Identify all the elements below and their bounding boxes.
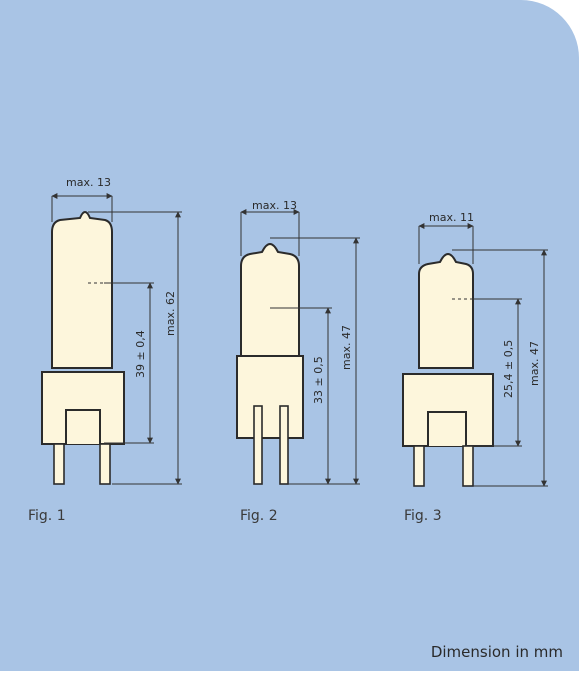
lamp-3 bbox=[402, 253, 494, 487]
figure-1: max. 13 39 ± 0,4 max. 62 Fig. 1 bbox=[28, 176, 182, 524]
fig1-width-label: max. 13 bbox=[66, 176, 111, 189]
fig2-inner-label: 33 ± 0,5 bbox=[312, 356, 325, 404]
lamp-2 bbox=[236, 243, 304, 485]
fig3-outer-label: max. 47 bbox=[528, 341, 541, 386]
lamp-1 bbox=[41, 211, 125, 485]
fig1-inner-label: 39 ± 0,4 bbox=[134, 330, 147, 378]
figure-2: max. 13 33 ± 0,5 max. 47 Fig. 2 bbox=[236, 199, 360, 524]
fig3-caption: Fig. 3 bbox=[404, 508, 442, 524]
fig2-caption: Fig. 2 bbox=[240, 508, 278, 524]
fig2-width-label: max. 13 bbox=[252, 199, 297, 212]
dimension-unit-note: Dimension in mm bbox=[430, 643, 563, 661]
figure-3: max. 11 25,4 ± 0,5 max. 47 Fig. 3 bbox=[402, 211, 548, 524]
fig3-inner-label: 25,4 ± 0,5 bbox=[502, 340, 515, 398]
fig1-outer-label: max. 62 bbox=[164, 291, 177, 336]
fig3-width-label: max. 11 bbox=[429, 211, 474, 224]
fig2-outer-label: max. 47 bbox=[340, 325, 353, 370]
fig1-caption: Fig. 1 bbox=[28, 508, 66, 524]
